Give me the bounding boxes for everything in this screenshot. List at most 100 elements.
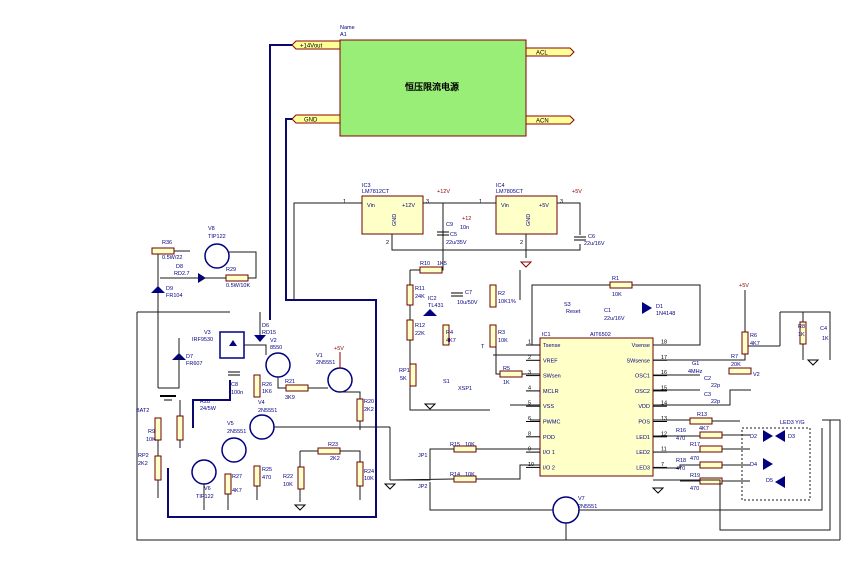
r10-ref: R10 [420,261,430,267]
ic1-left-pin-number: 3 [528,370,531,376]
v6-ref: V6 [204,486,211,492]
power-module-name-label: Name [340,25,355,31]
r8-ref: R8 [798,324,805,330]
d8-part: RD2.7 [174,271,190,277]
power-module-ref: A1 [340,32,347,38]
c6-value: 22u/16V [584,241,605,247]
r17-body [699,445,723,453]
wire-r8-c4 [779,311,831,360]
wire-reg-gnd [391,234,581,251]
r16-value: 470 [676,436,685,442]
c7-ref: C7 [465,290,472,296]
r7-value: 20K [731,362,741,368]
port-acl-label: ACL [536,51,548,57]
wire-ic4-out [557,202,581,235]
r11-value: 24K [415,294,425,300]
ic1-left-pin-number: 4 [528,385,531,391]
led-cluster-label: LED3 Y/G [780,420,805,426]
ic1-right-pin-name: OSC1 [635,374,650,380]
r10-value: 1K5 [437,261,447,267]
ic1-right-pin-number: 12 [661,431,667,437]
r18-value: 470 [676,466,685,472]
rp1-ref: RP1 [399,368,410,374]
v8-part: TIP122 [208,234,226,240]
ic3-part: LM7812CT [362,189,390,195]
r27-ref: R27 [232,474,242,480]
ic4-vin: Vin [501,203,509,209]
ic3-ref: IC3 [362,183,371,189]
r14-value: 10K [465,472,475,478]
ic4-vout: +5V [539,203,549,209]
ic1-right-pin-name: LED3 [636,465,650,471]
wire-gnd-bold [167,118,377,518]
ic1-left-pin-number: 1 [528,340,531,346]
r22-body [297,466,305,490]
r29-value: 0.5W/10K [226,283,250,289]
ic1-right-pin-number: 14 [661,401,667,407]
r9-value: 10K [146,437,156,443]
rp1-value: 5K [400,376,407,382]
ic2-ref: IC2 [428,296,437,302]
ic1-right-pin-name: POS [638,420,650,426]
v5-part: 2N5551 [227,429,246,435]
ic1-left-pin-name: VSS [543,404,554,410]
rail-plus12: +12 [462,216,471,222]
v1-part: 2N5551 [316,360,335,366]
ic3-body [361,195,424,235]
r4-value: 4K7 [446,338,456,344]
bat2-ref: BAT2 [136,408,149,414]
ic1-left-pin-number: 9 [528,447,531,453]
ic1-left-pin-number: 8 [528,431,531,437]
r17-ref: R17 [690,442,700,448]
wire-r20 [340,391,361,430]
ground-symbol [651,487,665,494]
c3-ref: C3 [704,392,711,398]
c5-value: 22u/35V [446,240,467,246]
wire-v7 [429,428,823,540]
r23-value: 2K2 [330,456,340,462]
ic1-left-pin-name: VREF [543,358,558,364]
r25-ref: R25 [262,467,272,473]
regulator-ic4: IC4 LM7805CT Vin +5V GND 1 2 3 [479,183,563,246]
r3-body [489,324,497,348]
ground-symbol [806,359,820,366]
wire-d7 [158,338,180,389]
r9-ref: R9 [148,429,155,435]
port-gnd-label: GND [304,118,318,124]
c4-ref: C4 [820,326,827,332]
r20-value: 2K2 [364,407,374,413]
r19-body [699,477,723,485]
c7-value: 10u/50V [457,300,478,306]
wire-jumpers [389,404,541,481]
v6-part: TIP122 [196,494,214,500]
ic1-ref: IC1 [542,332,551,338]
rp2-ref: RP2 [138,453,149,459]
r29-body [225,274,249,282]
r27-body [224,473,232,495]
ic1-left-pin-number: 2 [528,355,531,361]
power-module-body [339,39,527,137]
r26-value: 1K6 [262,389,272,395]
v1-ref: V1 [316,353,323,359]
r13-value: 4K7 [699,426,709,432]
r11-body [406,284,414,306]
c9-value: 10n [460,225,469,231]
r19-value: 470 [690,486,699,492]
led-d4 [763,458,773,470]
wire-bottom-cluster [203,426,390,510]
r24-value: 10K [364,476,374,482]
xsp1-ref: XSP1 [458,386,472,392]
c5-ref: C5 [450,232,457,238]
ic1-left-pin-name: I/O 2 [543,465,555,471]
wire-vout-bold [269,44,292,320]
d9-part: FR104 [166,293,183,299]
r19-ref: R19 [690,473,700,479]
jp1-ref: JP1 [418,453,427,459]
s3-part: Reset [566,309,581,315]
ic1-right-pin-number: 16 [661,370,667,376]
ic1-right-pin-name: SWsense [626,358,650,364]
led-d5-ref: D5 [766,478,773,484]
ic1-right-pin-number: 13 [661,416,667,422]
r9-body [154,417,162,441]
r2-body [489,284,497,308]
